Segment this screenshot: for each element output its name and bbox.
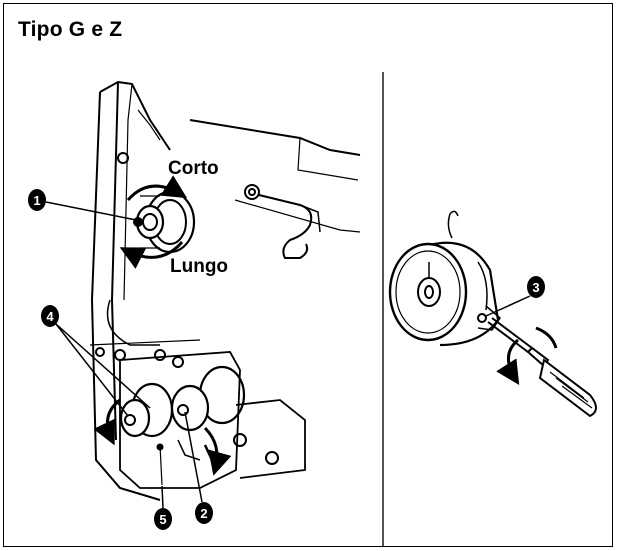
callout-5-number: 5 (159, 512, 166, 527)
callout-4: 4 (41, 305, 151, 417)
bobbin-case-drawing (388, 210, 597, 418)
callout-5: 5 (154, 485, 172, 530)
label-corto: Corto (168, 158, 219, 179)
callout-1-number: 1 (33, 193, 40, 208)
callout-3: 3 (485, 276, 545, 317)
figure-frame: Tipo G e Z (3, 3, 613, 547)
callout-1: 1 (28, 189, 137, 221)
callout-2-number: 2 (200, 506, 207, 521)
callout-4-number: 4 (46, 309, 54, 324)
label-lungo: Lungo (170, 256, 228, 277)
machine-drawing (89, 80, 361, 501)
panel-divider (382, 72, 384, 546)
callout-3-number: 3 (532, 280, 539, 295)
figure-title: Tipo G e Z (18, 18, 123, 41)
callout-2: 2 (184, 411, 213, 524)
